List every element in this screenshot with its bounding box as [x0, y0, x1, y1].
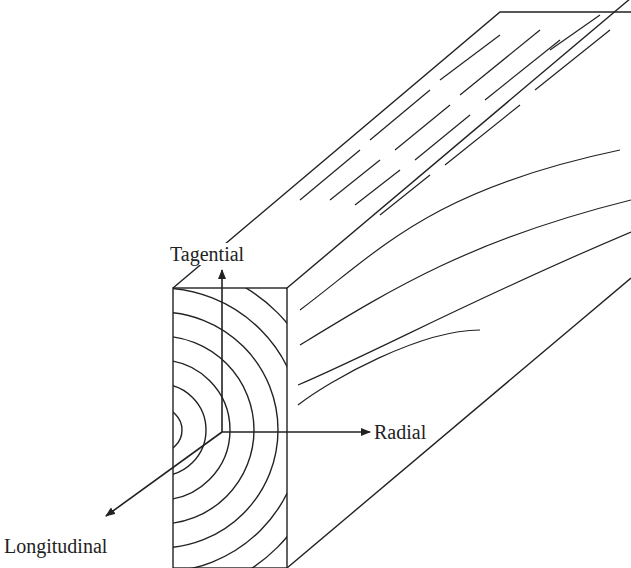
top-front-edge — [287, 0, 631, 288]
top-grain — [300, 15, 610, 215]
side-grain — [298, 150, 631, 405]
growth-rings — [173, 288, 287, 568]
axis-label: Tagential — [168, 243, 246, 265]
axis-label: Radial — [372, 421, 428, 443]
axis-arrows — [106, 270, 370, 516]
axis-label: Longitudinal — [2, 535, 109, 557]
